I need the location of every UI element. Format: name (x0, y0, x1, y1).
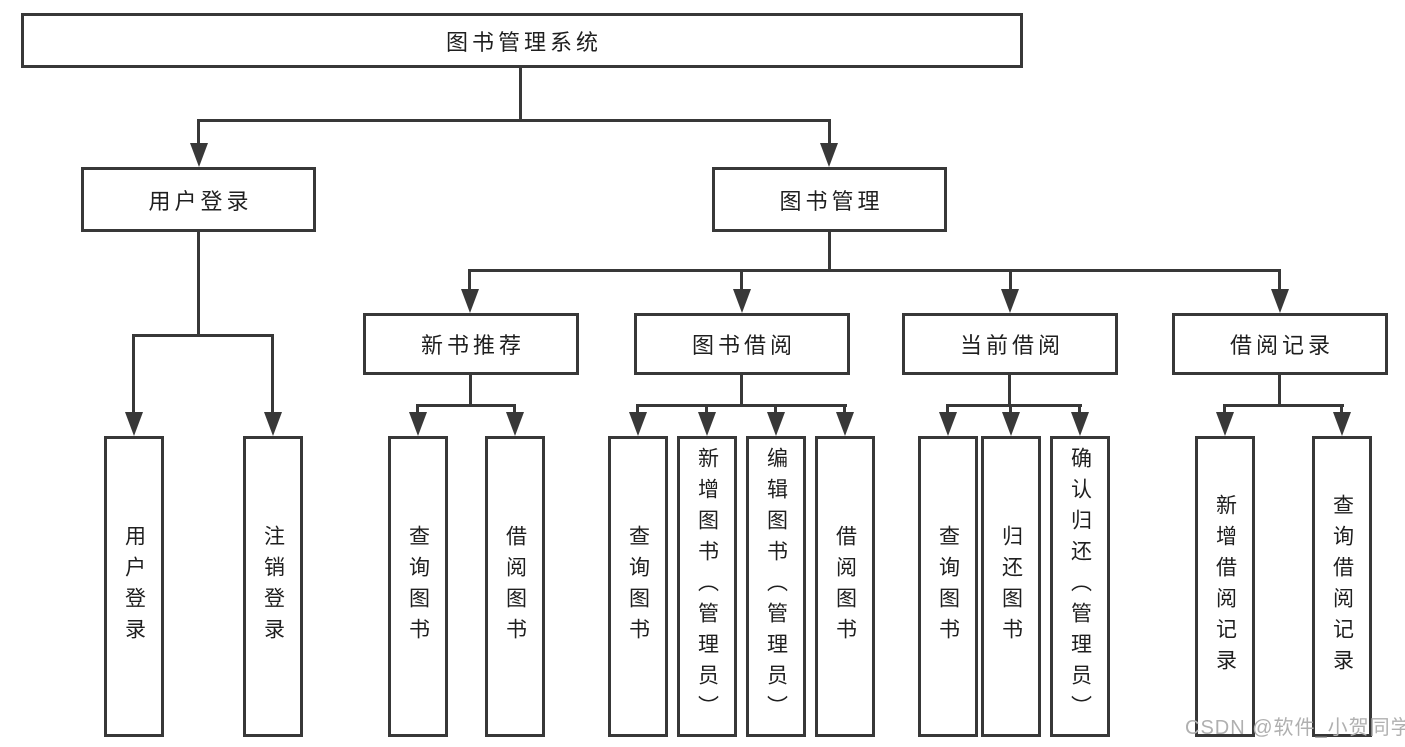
node-leaf-borrow-book-recommend: 借阅图书 (485, 436, 545, 737)
connector-borrow-drop (740, 375, 743, 406)
connector-current-child3-drop (1078, 404, 1081, 416)
arrow-down-icon (820, 143, 838, 167)
arrow-down-icon (836, 412, 854, 436)
arrow-down-icon (767, 412, 785, 436)
arrow-down-icon (1216, 412, 1234, 436)
arrow-down-icon (629, 412, 647, 436)
node-leaf-query-borrow-record: 查询借阅记录 (1312, 436, 1372, 737)
connector-mgmt-hline (468, 269, 1281, 272)
node-user-login-module: 用户登录 (81, 167, 316, 232)
arrow-down-icon (1271, 289, 1289, 313)
arrow-down-icon (409, 412, 427, 436)
connector-borrow-hline (636, 404, 847, 407)
connector-current-child2-drop (1009, 404, 1012, 416)
node-book-borrow: 图书借阅 (634, 313, 850, 375)
connector-root-drop (519, 68, 522, 120)
leaf-label: 借阅图书 (833, 524, 857, 649)
connector-mgmt-child2-drop (740, 269, 743, 295)
connector-login-child2-drop (271, 334, 274, 414)
connector-borrow-child2-drop (705, 404, 708, 416)
node-leaf-query-book-current: 查询图书 (918, 436, 978, 737)
connector-borrow-child4-drop (843, 404, 846, 416)
connector-records-drop (1278, 375, 1281, 406)
connector-current-hline (946, 404, 1082, 407)
node-leaf-user-login: 用户登录 (104, 436, 164, 737)
node-current-borrow: 当前借阅 (902, 313, 1118, 375)
connector-login-drop (197, 232, 200, 336)
node-library-system: 图书管理系统 (21, 13, 1023, 68)
node-leaf-logout: 注销登录 (243, 436, 303, 737)
connector-recommend-drop (469, 375, 472, 406)
connector-records-hline (1223, 404, 1344, 407)
arrow-down-icon (698, 412, 716, 436)
node-leaf-return-book: 归还图书 (981, 436, 1041, 737)
connector-borrow-child1-drop (636, 404, 639, 416)
connector-records-child1-drop (1223, 404, 1226, 416)
connector-current-drop (1008, 375, 1011, 406)
connector-root-left-drop (197, 119, 200, 147)
connector-login-child1-drop (132, 334, 135, 414)
node-borrow-records: 借阅记录 (1172, 313, 1388, 375)
connector-mgmt-child4-drop (1278, 269, 1281, 295)
leaf-label: 借阅图书 (503, 524, 527, 649)
connector-mgmt-drop (828, 232, 831, 271)
node-leaf-borrow-book: 借阅图书 (815, 436, 875, 737)
leaf-label: 新增借阅记录 (1213, 493, 1237, 680)
leaf-label: 查询借阅记录 (1330, 493, 1354, 680)
arrow-down-icon (733, 289, 751, 313)
leaf-label: 归还图书 (999, 524, 1023, 649)
leaf-label: 查询图书 (936, 524, 960, 649)
connector-mgmt-child1-drop (468, 269, 471, 295)
connector-login-hline (132, 334, 274, 337)
leaf-label: 用户登录 (122, 524, 146, 649)
leaf-label: 新增图书（管理员） (695, 447, 719, 726)
leaf-label: 编辑图书（管理员） (764, 447, 788, 726)
connector-root-hline (197, 119, 831, 122)
arrow-down-icon (1002, 412, 1020, 436)
arrow-down-icon (190, 143, 208, 167)
arrow-down-icon (264, 412, 282, 436)
connector-recommend-child1-drop (416, 404, 419, 416)
connector-recommend-hline (416, 404, 516, 407)
connector-root-right-drop (828, 119, 831, 147)
leaf-label: 注销登录 (261, 524, 285, 649)
arrow-down-icon (939, 412, 957, 436)
arrow-down-icon (506, 412, 524, 436)
node-book-management-module: 图书管理 (712, 167, 947, 232)
leaf-label: 查询图书 (626, 524, 650, 649)
arrow-down-icon (1001, 289, 1019, 313)
connector-borrow-child3-drop (774, 404, 777, 416)
node-leaf-query-book-recommend: 查询图书 (388, 436, 448, 737)
connector-current-child1-drop (946, 404, 949, 416)
node-leaf-confirm-return-admin: 确认归还（管理员） (1050, 436, 1110, 737)
arrow-down-icon (125, 412, 143, 436)
connector-records-child2-drop (1340, 404, 1343, 416)
connector-recommend-child2-drop (513, 404, 516, 416)
arrow-down-icon (1333, 412, 1351, 436)
arrow-down-icon (461, 289, 479, 313)
leaf-label: 确认归还（管理员） (1068, 447, 1092, 726)
watermark: CSDN @软件_小贺同学 (1185, 717, 1405, 739)
node-leaf-add-book-admin: 新增图书（管理员） (677, 436, 737, 737)
arrow-down-icon (1071, 412, 1089, 436)
node-new-book-recommend: 新书推荐 (363, 313, 579, 375)
node-leaf-query-book-borrow: 查询图书 (608, 436, 668, 737)
connector-mgmt-child3-drop (1009, 269, 1012, 295)
node-leaf-add-borrow-record: 新增借阅记录 (1195, 436, 1255, 737)
leaf-label: 查询图书 (406, 524, 430, 649)
node-leaf-edit-book-admin: 编辑图书（管理员） (746, 436, 806, 737)
